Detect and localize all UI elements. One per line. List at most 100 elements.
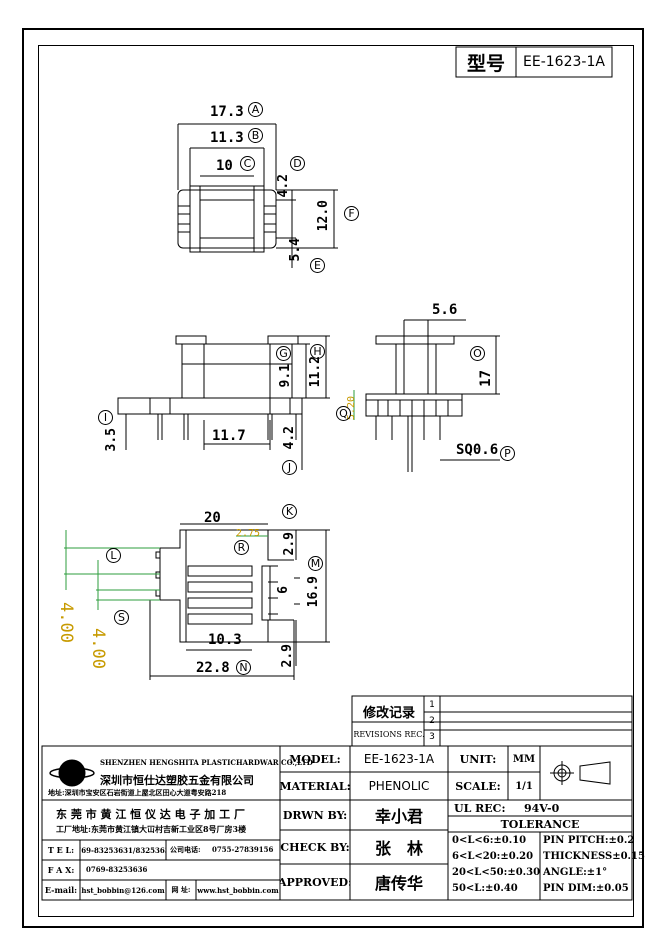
tol-right-1: THICKNESS±0.15 [543,851,645,862]
dim-m-value: 16.9 [306,576,321,608]
tol-left-1: 6<L<20:±0.20 [452,851,534,862]
check-label: CHECK BY: [280,840,350,854]
dim-k-value: 2.9 [282,532,297,556]
revisions-subtitle: REVISIONS REC. [354,729,424,739]
ref-k: K [282,504,297,519]
dim-s-value: 4.00 [88,628,108,669]
dim-c-value: 10 [216,158,233,174]
ref-e: E [310,258,325,273]
fax-value: 0769-83253636 [86,865,148,874]
dim-pin-value: SQ0.6 [456,442,499,458]
tol-left-3: 50<L:±0.40 [452,883,518,894]
type-label: 型号 [466,52,505,75]
material-value: PHENOLIC [368,779,430,793]
dim-b-value: 11.3 [210,130,244,146]
ul-value: 94V-0 [524,802,560,815]
dim-d-value: 4.2 [276,174,291,198]
dim-pin-left-value: 3.5 [104,428,119,452]
model-label: MODEL: [289,752,341,766]
tel-label: T E L: [47,845,75,855]
ref-h: H [310,344,325,359]
front-view-geometry [117,335,330,470]
email-label: E-mail: [44,885,78,895]
ref-d: D [290,156,305,171]
tol-right-0: PIN PITCH:±0.2 [543,835,635,846]
dim-n-value: 22.8 [196,660,230,676]
ref-p: P [500,446,515,461]
dim-r-value: 2.75 [236,528,261,539]
drawn-value: 幸小君 [374,807,423,826]
dim-g-value: 9.1 [278,364,293,388]
type-value: EE-1623-1A [523,54,605,70]
company-en-name: SHENZHEN HENGSHITA PLASTICHARDWAR CO.,LT… [100,758,313,767]
ref-q: Q [336,406,351,421]
unit-value: MM [512,753,536,765]
scale-label: SCALE: [455,779,501,793]
drawn-label: DRWN BY: [282,808,348,822]
dim-e-value: 5.4 [288,238,303,262]
web-label: 网 址: [171,885,191,894]
bottom-view-green-dims [64,390,355,610]
company-tel-value: 0755-27839156 [212,845,274,854]
approved-label: APPROVED: [280,875,350,889]
dim-pin-right-value: 4.2 [282,426,297,450]
dim-l-value: 4.00 [56,602,76,643]
ref-r: R [234,540,249,555]
tel-value: 0769-83253631/83253632 [80,845,166,855]
ul-label: UL REC: [454,802,506,815]
dim-bottom-top-value: 20 [204,510,221,526]
ref-j: J [282,460,297,475]
ref-m: M [308,556,323,571]
tolerance-title: TOLERANCE [500,817,580,831]
tol-right-3: PIN DIM:±0.05 [543,883,629,894]
drawing-sheet-inner-border [38,45,634,917]
ref-b: B [248,128,263,143]
ref-s: S [114,610,129,625]
dim-f-value: 12.0 [316,200,331,232]
tol-left-2: 20<L<50:±0.30 [452,867,541,878]
email-value[interactable]: hst_bobbin@126.com [81,885,165,895]
tol-right-2: ANGLE:±1° [543,867,608,878]
model-value: EE-1623-1A [363,752,435,766]
type-box [455,46,613,78]
scale-value: 1/1 [515,780,533,792]
ref-g: G [276,346,291,361]
approved-value: 唐传华 [374,874,423,893]
dim-side-height-value: 17 [478,370,494,387]
company-address: 地址:深圳市宝安区石岩街道上屋北区田心大道粤安路218 [48,788,227,797]
ref-c: C [240,156,255,171]
dim-side-top-value: 5.6 [432,302,458,318]
ref-i: I [98,410,113,425]
company-cn-name: 深圳市恒仕达塑胶五金有限公司 [100,774,254,787]
web-value[interactable]: www.hst_bobbin.com [197,885,279,895]
factory-address: 工厂地址:东莞市黄江镇大冚村吉新工业区8号厂房3楼 [56,824,247,834]
dim-a-value: 17.3 [210,104,244,120]
title-block-lines [41,745,633,901]
dim-bot-value: 2.9 [280,644,295,668]
tol-left-0: 0<L<6:±0.10 [452,835,527,846]
factory-name: 东 莞 市 黄 江 恒 仪 达 电 子 加 工 厂 [56,808,245,821]
ref-l: L [106,548,121,563]
revision-mark-2: 2 [429,716,435,726]
top-view-geometry [177,123,338,268]
material-label: MATERIAL: [280,779,350,793]
dim-mid-value: 6 [276,586,291,594]
fax-label: F A X: [47,865,75,875]
bottom-view-geometry [149,523,330,680]
revision-mark-3: 3 [429,732,435,742]
check-value: 张 林 [374,839,423,858]
dim-h-value: 11.2 [308,356,323,388]
dim-width-value: 11.7 [212,428,246,444]
ref-n: N [236,660,251,675]
revision-mark-1: 1 [429,700,435,710]
projection-symbol-icon [550,761,611,785]
ref-o: O [470,346,485,361]
ref-f: F [344,206,359,221]
side-view-geometry [365,319,500,472]
revisions-title: 修改记录 [362,705,415,721]
company-logo [49,759,95,787]
company-tel-label: 公司电话: [170,845,201,854]
unit-label: UNIT: [459,752,497,766]
ref-a: A [248,102,263,117]
